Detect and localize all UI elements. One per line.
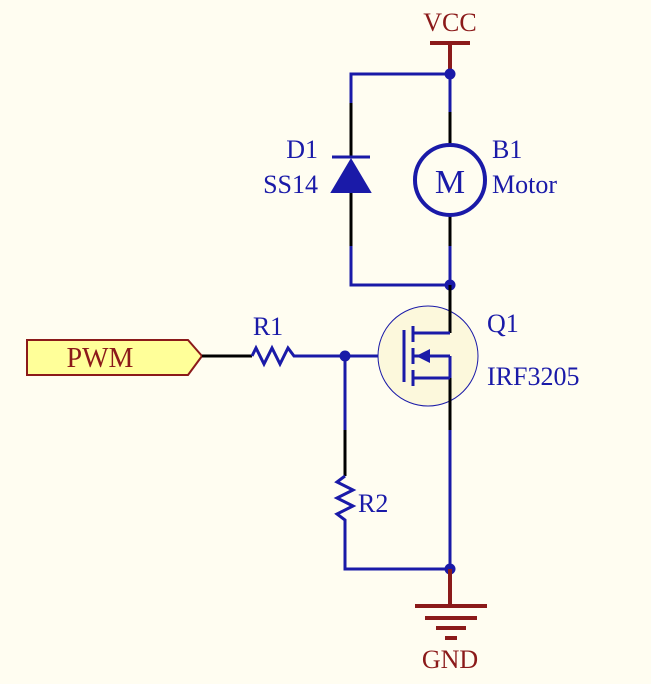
d1-designator: D1 bbox=[286, 135, 318, 164]
junction-gate bbox=[339, 350, 351, 362]
wires bbox=[308, 72, 452, 571]
motor-symbol: M bbox=[435, 164, 465, 201]
resistor-r1: R1 bbox=[202, 312, 310, 368]
b1-value: Motor bbox=[492, 170, 557, 199]
q1-designator: Q1 bbox=[487, 309, 519, 338]
gnd-power-port: GND bbox=[415, 569, 487, 674]
d1-value: SS14 bbox=[263, 170, 318, 199]
wire-diode-to-drain-node bbox=[349, 244, 452, 287]
gnd-label: GND bbox=[422, 645, 478, 674]
vcc-label: VCC bbox=[423, 8, 476, 37]
pwm-port[interactable]: PWM bbox=[26, 339, 204, 376]
mosfet-q1: Q1 IRF3205 bbox=[377, 285, 579, 430]
b1-designator: B1 bbox=[492, 135, 522, 164]
pwm-label: PWM bbox=[67, 343, 134, 374]
resistor-r2: R2 bbox=[333, 430, 388, 536]
diode-d1: D1 SS14 bbox=[263, 103, 372, 246]
q1-value: IRF3205 bbox=[487, 362, 579, 391]
r1-designator: R1 bbox=[253, 312, 283, 341]
vcc-power-port: VCC bbox=[423, 8, 477, 72]
wire-vcc-to-diode bbox=[349, 72, 452, 105]
motor-b1: M B1 Motor bbox=[413, 112, 557, 246]
wire-r2-to-ground-node bbox=[343, 534, 452, 571]
r2-designator: R2 bbox=[358, 489, 388, 518]
junction-vcc bbox=[444, 68, 456, 80]
junctions bbox=[339, 68, 456, 575]
